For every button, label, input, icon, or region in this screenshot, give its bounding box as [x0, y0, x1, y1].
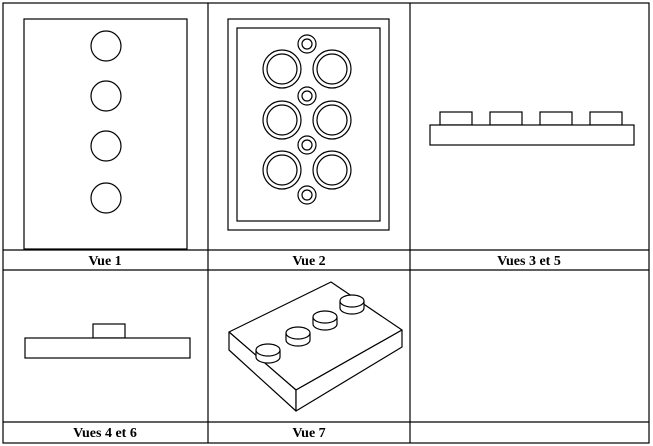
- stud-side: [439, 111, 473, 126]
- caption-vue-2: Vue 2: [292, 254, 325, 269]
- plate-right-face: [295, 329, 403, 412]
- stud-side: [589, 111, 623, 126]
- caption-vue-1: Vue 1: [88, 254, 121, 269]
- stud-iso: [339, 294, 365, 315]
- vues-3-5-drawing: [429, 111, 635, 146]
- vue-2-drawing: [227, 18, 390, 231]
- vue-1-drawing: [23, 18, 188, 250]
- caption-vue-7: Vue 7: [292, 426, 325, 441]
- stud-circle: [90, 182, 122, 214]
- stud-iso: [255, 343, 281, 364]
- plate-side: [24, 337, 191, 359]
- caption-vues-3-5: Vues 3 et 5: [497, 254, 561, 269]
- stud-iso: [312, 310, 338, 331]
- stud-side: [489, 111, 523, 126]
- caption-vues-4-6: Vues 4 et 6: [73, 426, 137, 441]
- stud-circle: [90, 130, 122, 162]
- stud-iso: [285, 326, 311, 347]
- stud-circle: [90, 30, 122, 62]
- vues-4-6-drawing: [24, 323, 191, 359]
- stud-side: [539, 111, 573, 126]
- stud-side: [92, 323, 126, 339]
- stud-circle: [90, 80, 122, 112]
- plate-side: [429, 124, 635, 146]
- vue-7-drawing: [228, 281, 403, 412]
